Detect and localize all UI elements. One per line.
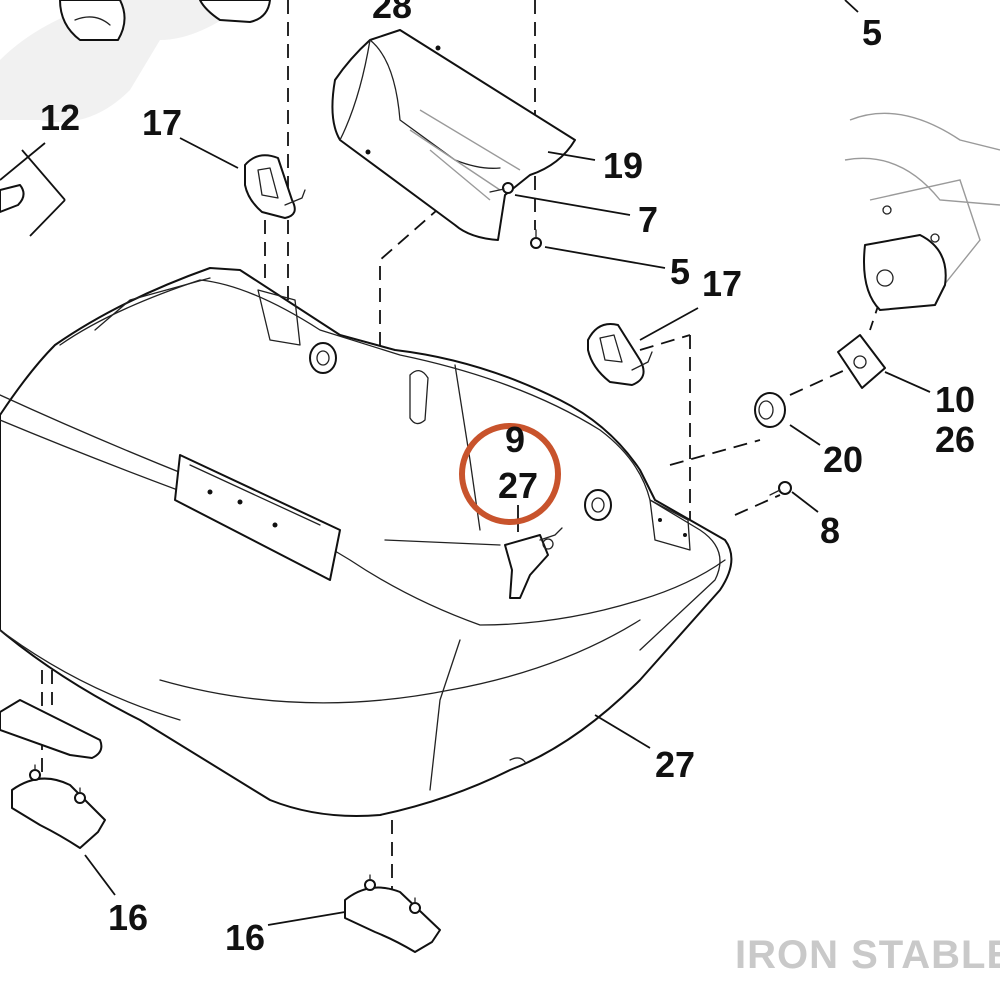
callout-12: 12 — [40, 97, 80, 138]
part-16-left-mount — [11, 764, 106, 849]
callout-8: 8 — [820, 510, 840, 551]
part-28-cover — [331, 29, 576, 241]
callout-5-top: 5 — [862, 12, 882, 53]
part-20-grommet — [754, 392, 786, 428]
part-mount-bracket-ghost — [844, 112, 1000, 311]
callout-26: 26 — [935, 419, 975, 460]
leader-lines — [84, 0, 931, 926]
callout-27-bottom: 27 — [655, 744, 695, 785]
callout-7: 7 — [638, 199, 658, 240]
fastener-5-mid — [530, 229, 542, 249]
callout-17-right: 17 — [702, 263, 742, 304]
part-12-fragment — [0, 142, 66, 237]
callout-17-left: 17 — [142, 102, 182, 143]
highlight-circle — [459, 423, 561, 525]
callout-9: 9 — [505, 419, 525, 460]
part-27-saddlebag — [0, 267, 733, 817]
fastener-7 — [489, 182, 514, 194]
part-9-lock — [504, 527, 563, 599]
callout-27-circled: 27 — [498, 465, 538, 506]
part-12-lower-plate — [0, 699, 103, 759]
callout-28: 28 — [372, 0, 412, 26]
callout-labels: 28 5 12 17 19 7 5 17 10 26 20 9 27 8 27 … — [40, 0, 975, 958]
part-8-screw — [769, 481, 792, 496]
callout-16-left: 16 — [108, 897, 148, 938]
part-16-bottom-mount — [344, 874, 441, 953]
background-watermark-shape — [0, 0, 250, 122]
part-top-left-bracket — [59, 0, 271, 41]
part-17-left-latch — [244, 154, 306, 219]
part-10-clip-nut — [837, 334, 886, 389]
part-17-right-latch — [587, 323, 653, 386]
callout-5-mid: 5 — [670, 251, 690, 292]
callout-19: 19 — [603, 145, 643, 186]
callout-20: 20 — [823, 439, 863, 480]
watermark-text: IRON STABLE — [735, 933, 1000, 977]
callout-10: 10 — [935, 379, 975, 420]
callout-16-bottom: 16 — [225, 917, 265, 958]
